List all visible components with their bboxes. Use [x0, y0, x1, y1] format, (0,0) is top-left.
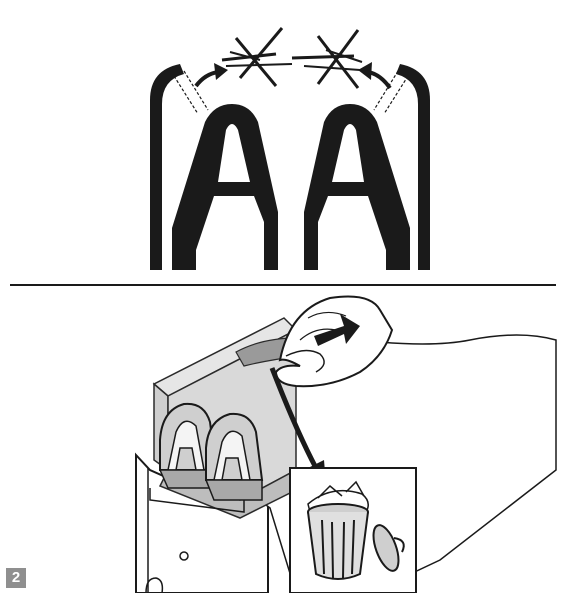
clip-left-aframe — [172, 104, 278, 270]
bottom-panel — [136, 297, 556, 593]
arrow-icon-head — [358, 62, 372, 80]
clip-right-aframe — [304, 104, 410, 270]
clip-left — [150, 64, 278, 270]
arrow-icon-head — [214, 63, 228, 80]
top-panel — [150, 28, 430, 270]
cross-out-icon — [292, 30, 362, 88]
rail-clip-2 — [206, 414, 262, 500]
clip-right — [304, 64, 430, 270]
step-number-badge: 2 — [6, 568, 26, 588]
cross-out-icon — [222, 28, 292, 86]
arrow-icon — [196, 72, 218, 86]
